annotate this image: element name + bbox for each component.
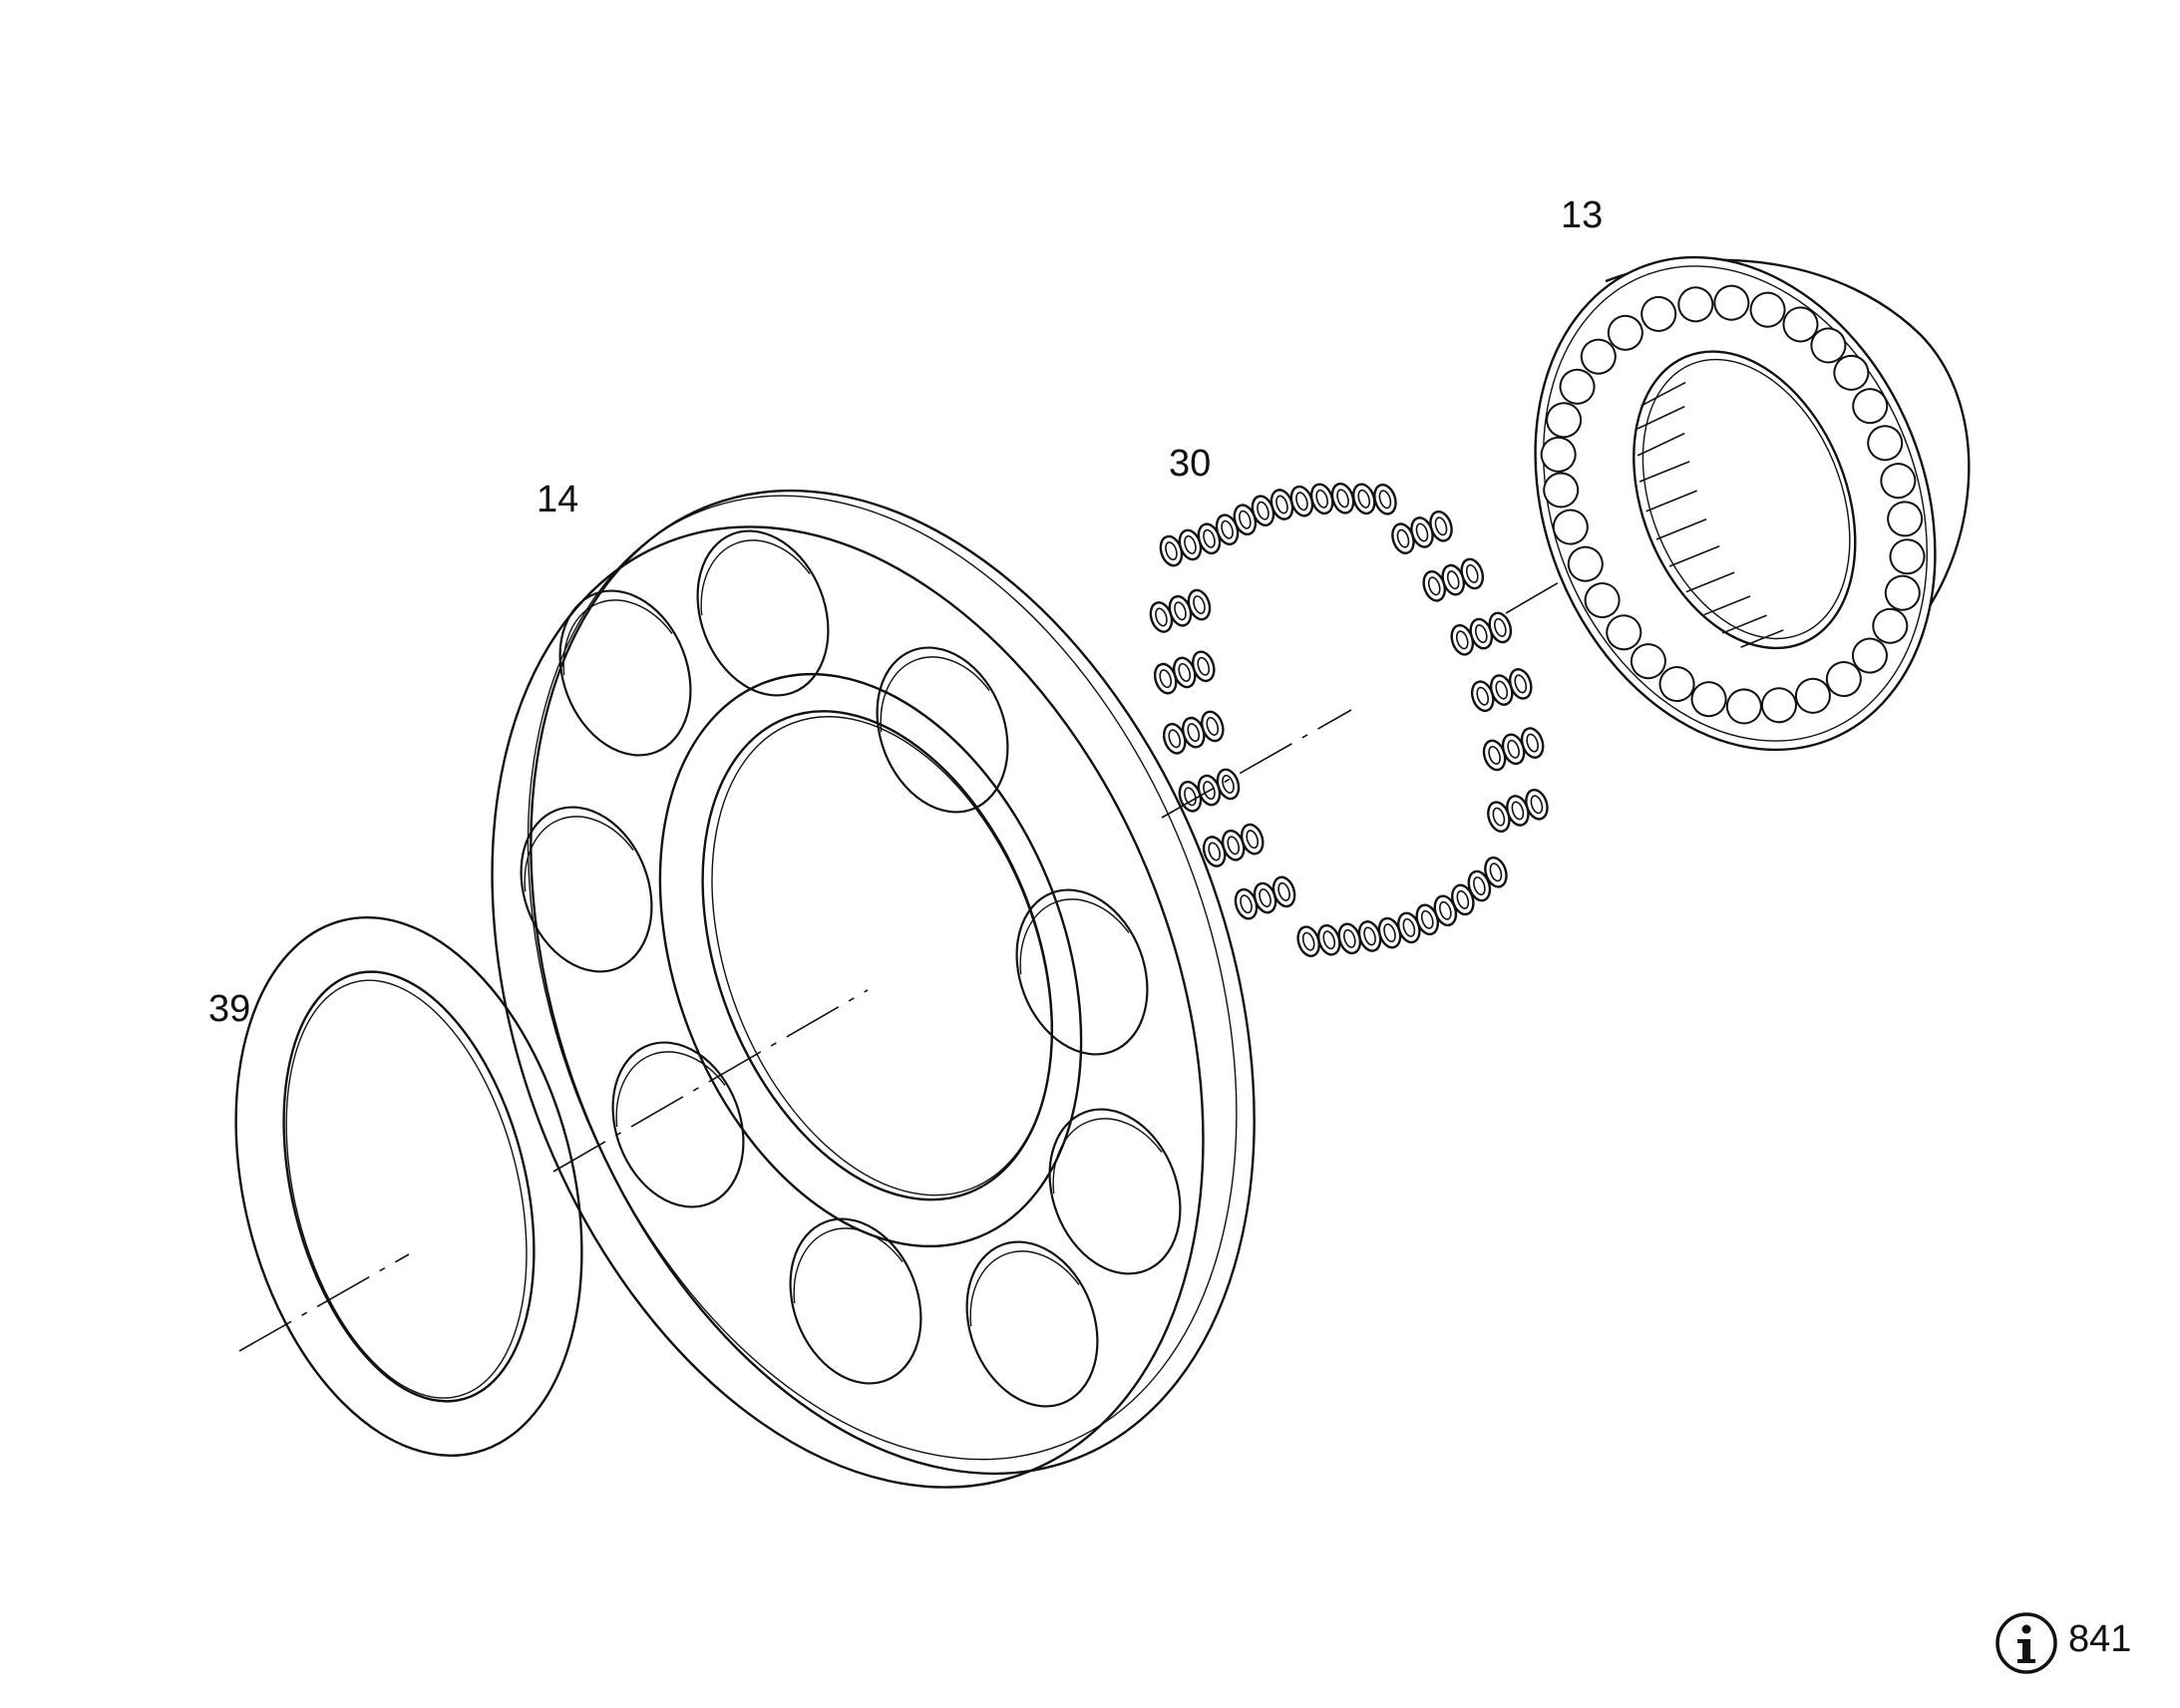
- callout-39: 39: [208, 988, 251, 1030]
- reference-number: 841: [2068, 1618, 2132, 1660]
- part-39-washer: [234, 915, 583, 1458]
- part-13-cylinder-block: [1534, 255, 1971, 752]
- callout-13: 13: [1561, 194, 1604, 236]
- part-14-plate: [491, 489, 1256, 1489]
- callout-30: 30: [1169, 443, 1212, 485]
- callout-14: 14: [537, 479, 579, 520]
- info-icon-svg: [1996, 1612, 2057, 1674]
- part-30-springs: [1146, 480, 1553, 960]
- center-axis-line: [238, 545, 1622, 1352]
